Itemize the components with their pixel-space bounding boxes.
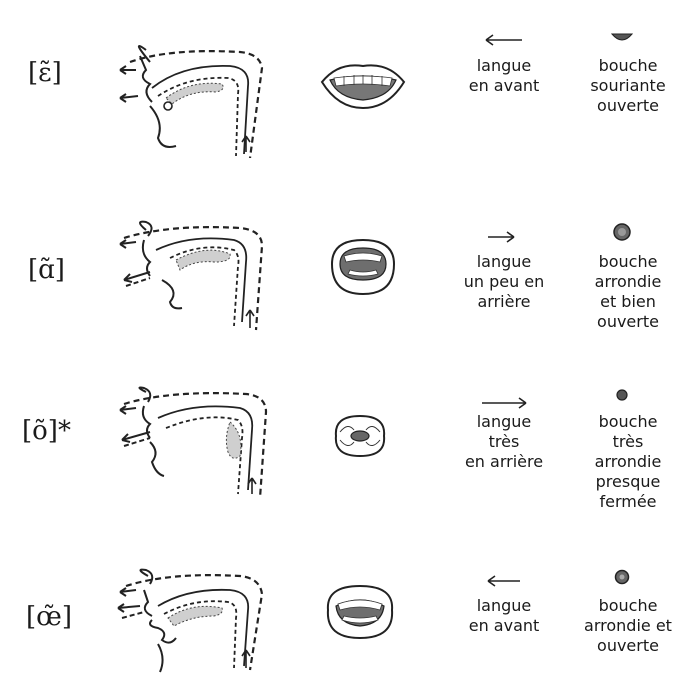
text-line: ouverte bbox=[597, 312, 659, 331]
tongue-back-arrow-icon bbox=[488, 231, 515, 243]
mouth-very-rounded-nearly-closed-icon bbox=[334, 414, 386, 458]
tongue-forward-arrow-icon bbox=[485, 34, 522, 46]
tongue-position-text: langue un peu en arrière bbox=[444, 252, 564, 312]
text-line: ouverte bbox=[597, 96, 659, 115]
lip-shape-dot-icon bbox=[610, 33, 634, 41]
mouth-smiling-open-icon bbox=[320, 64, 406, 110]
text-line: bouche bbox=[598, 596, 658, 615]
vocal-tract-profile-icon bbox=[119, 220, 264, 331]
tongue-position-text: langue en avant bbox=[444, 56, 564, 96]
phonetic-symbol: [ɑ̃] bbox=[28, 255, 65, 285]
text-line: un peu en bbox=[463, 272, 545, 291]
lip-shape-dot-icon bbox=[616, 389, 628, 401]
text-line: souriante bbox=[590, 76, 666, 95]
tongue-position-text: langue en avant bbox=[444, 596, 564, 636]
text-line: langue bbox=[476, 56, 532, 75]
mouth-shape-text: bouche très arrondie presque fermée bbox=[568, 412, 688, 512]
text-line: très bbox=[612, 432, 644, 451]
text-line: bouche bbox=[598, 252, 658, 271]
row-nasal-o: [õ]* langue très en arrière bouche très … bbox=[0, 378, 700, 548]
mouth-rounded-open-icon bbox=[326, 584, 394, 640]
text-line: bouche bbox=[598, 56, 658, 75]
row-nasal-e: [ɛ̃] langue en avant bouche souriante ou… bbox=[0, 0, 700, 170]
vocal-tract-profile-icon bbox=[119, 45, 264, 158]
mouth-shape-text: bouche souriante ouverte bbox=[568, 56, 688, 116]
row-nasal-a: [ɑ̃] langue un peu en arrière bouche arr… bbox=[0, 200, 700, 370]
text-line: et bien bbox=[600, 292, 656, 311]
phonetic-symbol: [œ̃] bbox=[26, 602, 72, 632]
text-line: arrondie bbox=[594, 272, 662, 291]
text-line: arrondie bbox=[594, 452, 662, 471]
tongue-position-text: langue très en arrière bbox=[444, 412, 564, 472]
text-line: arrondie et bbox=[584, 616, 672, 635]
mouth-rounded-wide-open-icon bbox=[330, 238, 396, 296]
mouth-shape-text: bouche arrondie et ouverte bbox=[568, 596, 688, 656]
tongue-forward-arrow-icon bbox=[487, 575, 520, 587]
text-line: fermée bbox=[599, 492, 657, 511]
lip-shape-dot-icon bbox=[613, 223, 631, 241]
text-line: arrière bbox=[477, 292, 531, 311]
vocal-tract-profile-icon bbox=[117, 568, 264, 673]
phonetic-symbol: [õ]* bbox=[22, 416, 71, 446]
text-line: en arrière bbox=[464, 452, 544, 471]
tongue-far-back-arrow-icon bbox=[482, 397, 527, 409]
text-line: langue bbox=[476, 412, 532, 431]
mouth-shape-text: bouche arrondie et bien ouverte bbox=[568, 252, 688, 332]
text-line: en avant bbox=[468, 76, 540, 95]
text-line: très bbox=[488, 432, 520, 451]
vocal-tract-profile-icon bbox=[119, 386, 268, 499]
text-line: langue bbox=[476, 596, 532, 615]
lip-shape-dot-icon bbox=[614, 569, 630, 585]
text-line: presque bbox=[595, 472, 661, 491]
text-line: bouche bbox=[598, 412, 658, 431]
text-line: ouverte bbox=[597, 636, 659, 655]
row-nasal-oe: [œ̃] langue en avant bouche arrondie et … bbox=[0, 560, 700, 700]
text-line: en avant bbox=[468, 616, 540, 635]
phonetic-symbol: [ɛ̃] bbox=[28, 58, 62, 88]
text-line: langue bbox=[476, 252, 532, 271]
